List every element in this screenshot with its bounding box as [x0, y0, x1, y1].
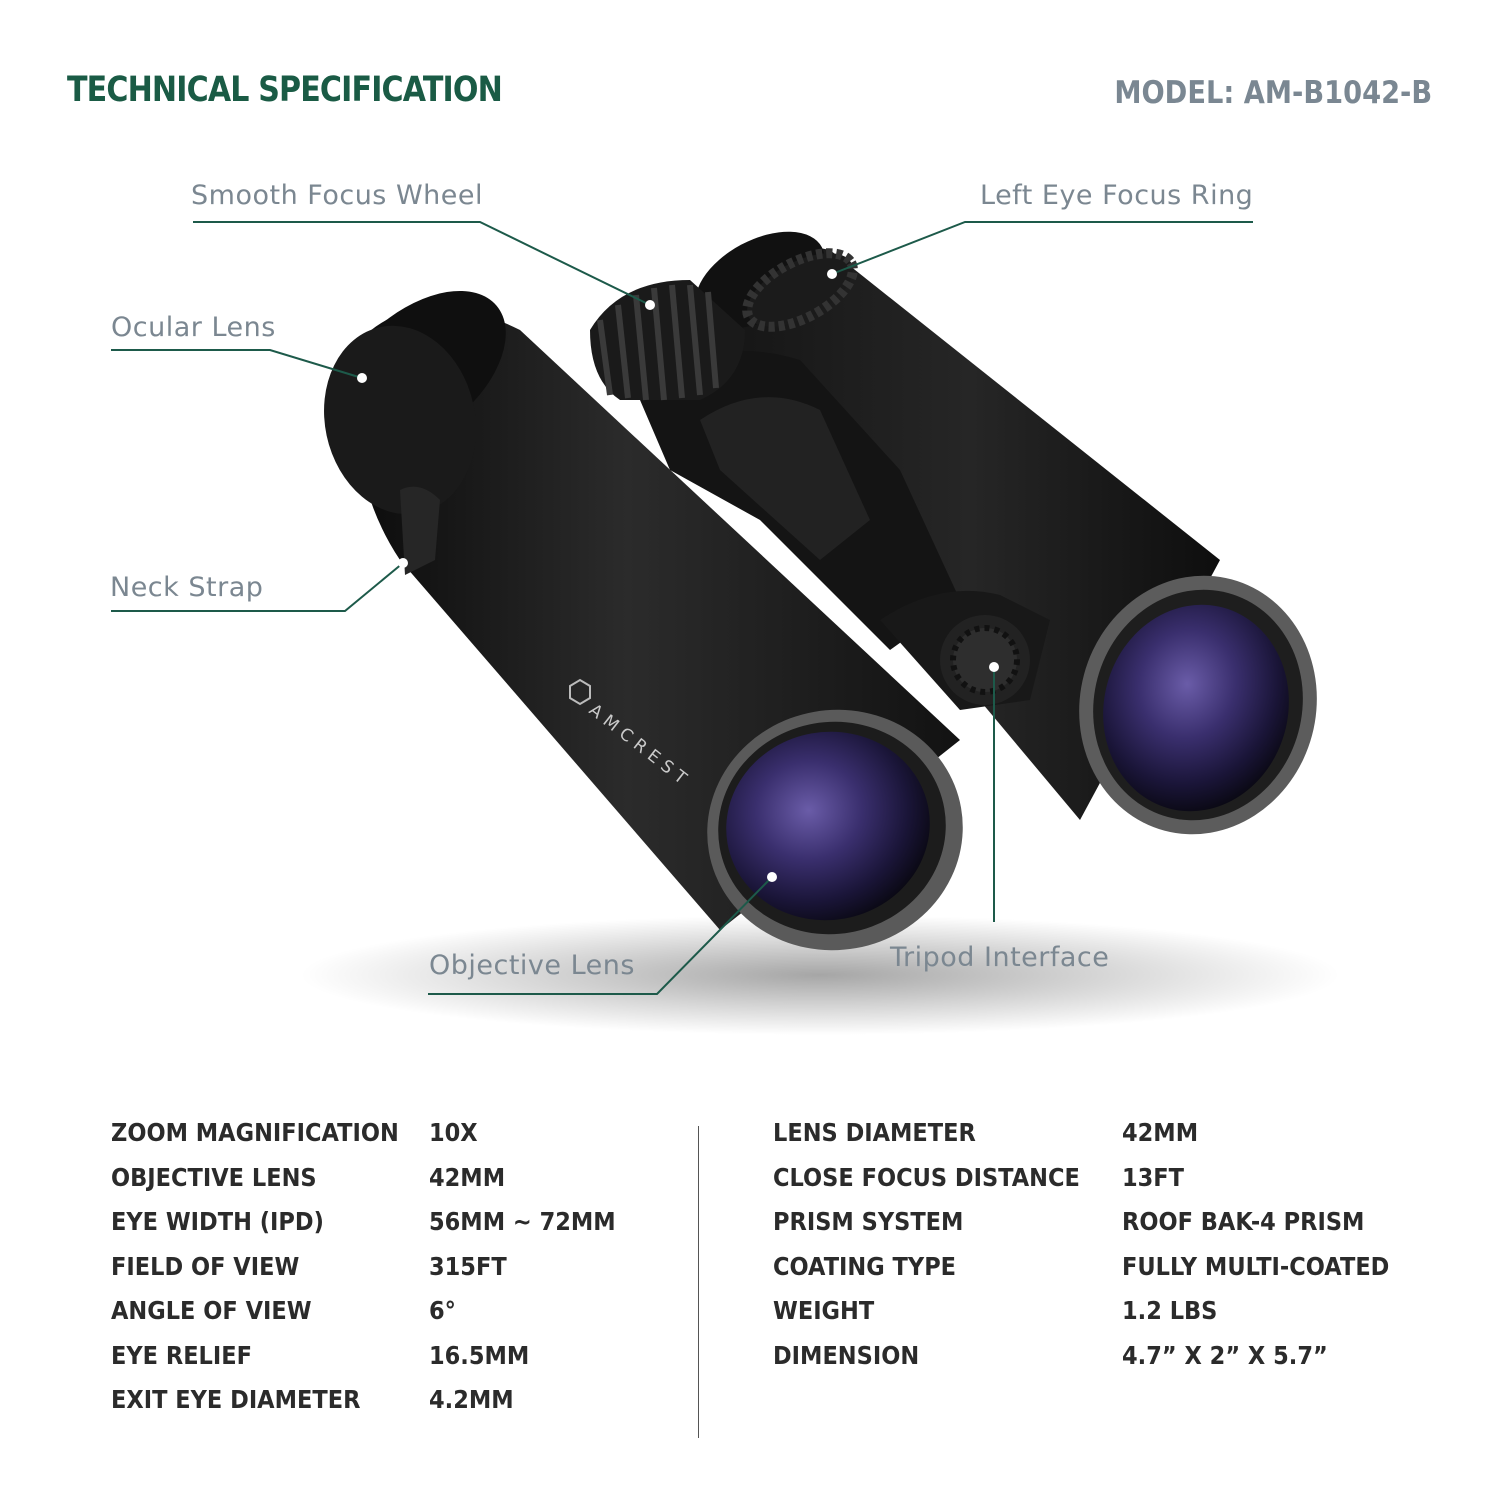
- spec-label: FIELD OF VIEW: [111, 1251, 300, 1281]
- spec-value: 16.5MM: [429, 1340, 530, 1370]
- model-number: MODEL: AM-B1042-B: [1114, 75, 1432, 111]
- callout-objective-lens: Objective Lens: [429, 950, 635, 981]
- spec-label: CLOSE FOCUS DISTANCE: [773, 1162, 1080, 1192]
- spec-label: PRISM SYSTEM: [773, 1207, 964, 1236]
- spec-label: EYE RELIEF: [111, 1340, 253, 1370]
- right-objective-lens: [1079, 575, 1317, 835]
- spec-row: WEIGHT 1.2 LBS: [773, 1296, 1433, 1341]
- callout-ocular-lens: Ocular Lens: [111, 312, 276, 343]
- tripod-knob: [880, 590, 1050, 710]
- spec-value: 315FT: [429, 1251, 507, 1281]
- ground-shadow: [300, 915, 1340, 1035]
- spec-label: COATING TYPE: [773, 1251, 957, 1281]
- spec-value: 1.2 LBS: [1122, 1296, 1218, 1325]
- spec-table-left: ZOOM MAGNIFICATION 10X OBJECTIVE LENS 42MM…: [111, 1118, 671, 1430]
- spec-row: ZOOM MAGNIFICATION 10X: [111, 1118, 671, 1163]
- spec-row: COATING TYPE FULLY MULTI-COATED: [773, 1252, 1433, 1297]
- spec-label: ANGLE OF VIEW: [111, 1296, 312, 1325]
- spec-table-right: LENS DIAMETER 42MM CLOSE FOCUS DISTANCE 13…: [773, 1118, 1433, 1385]
- spec-divider: [698, 1126, 699, 1438]
- spec-value: 42MM: [1122, 1118, 1199, 1147]
- spec-value: 56MM ~ 72MM: [429, 1207, 616, 1236]
- callout-tripod-interface: Tripod Interface: [890, 942, 1110, 973]
- spec-row: EYE WIDTH (IPD) 56MM ~ 72MM: [111, 1207, 671, 1252]
- center-bridge: [640, 351, 960, 650]
- spec-value: FULLY MULTI-COATED: [1122, 1251, 1390, 1281]
- callout-lines: [111, 221, 1253, 995]
- callout-dots: [357, 269, 999, 882]
- spec-row: PRISM SYSTEM ROOF BAK-4 PRISM: [773, 1207, 1433, 1252]
- spec-value: 13FT: [1122, 1162, 1185, 1192]
- callout-left-eye-focus-ring: Left Eye Focus Ring: [980, 180, 1254, 211]
- binoculars-illustration: AMCREST: [111, 221, 1340, 1035]
- spec-label: LENS DIAMETER: [773, 1118, 976, 1147]
- spec-value: 42MM: [429, 1162, 506, 1192]
- spec-value: 4.2MM: [429, 1385, 514, 1414]
- spec-row: EYE RELIEF 16.5MM: [111, 1341, 671, 1386]
- spec-row: LENS DIAMETER 42MM: [773, 1118, 1433, 1163]
- spec-row: CLOSE FOCUS DISTANCE 13FT: [773, 1163, 1433, 1208]
- spec-value: 6°: [429, 1296, 456, 1325]
- spec-value: 4.7” X 2” X 5.7”: [1122, 1340, 1328, 1370]
- callout-smooth-focus-wheel: Smooth Focus Wheel: [191, 180, 483, 211]
- spec-value: ROOF BAK-4 PRISM: [1122, 1207, 1365, 1236]
- spec-label: WEIGHT: [773, 1296, 875, 1325]
- spec-value: 10X: [429, 1118, 478, 1147]
- spec-label: OBJECTIVE LENS: [111, 1162, 317, 1192]
- spec-row: DIMENSION 4.7” X 2” X 5.7”: [773, 1341, 1433, 1386]
- focus-wheel: [590, 280, 745, 401]
- spec-row: ANGLE OF VIEW 6°: [111, 1296, 671, 1341]
- spec-label: DIMENSION: [773, 1340, 920, 1370]
- spec-row: FIELD OF VIEW 315FT: [111, 1252, 671, 1297]
- spec-label: EXIT EYE DIAMETER: [111, 1385, 361, 1414]
- page-title: TECHNICAL SPECIFICATION: [67, 70, 503, 110]
- spec-label: ZOOM MAGNIFICATION: [111, 1118, 399, 1147]
- spec-row: EXIT EYE DIAMETER 4.2MM: [111, 1385, 671, 1430]
- spec-row: OBJECTIVE LENS 42MM: [111, 1163, 671, 1208]
- left-objective-lens: [707, 709, 963, 951]
- callout-neck-strap: Neck Strap: [110, 572, 264, 603]
- spec-label: EYE WIDTH (IPD): [111, 1207, 324, 1236]
